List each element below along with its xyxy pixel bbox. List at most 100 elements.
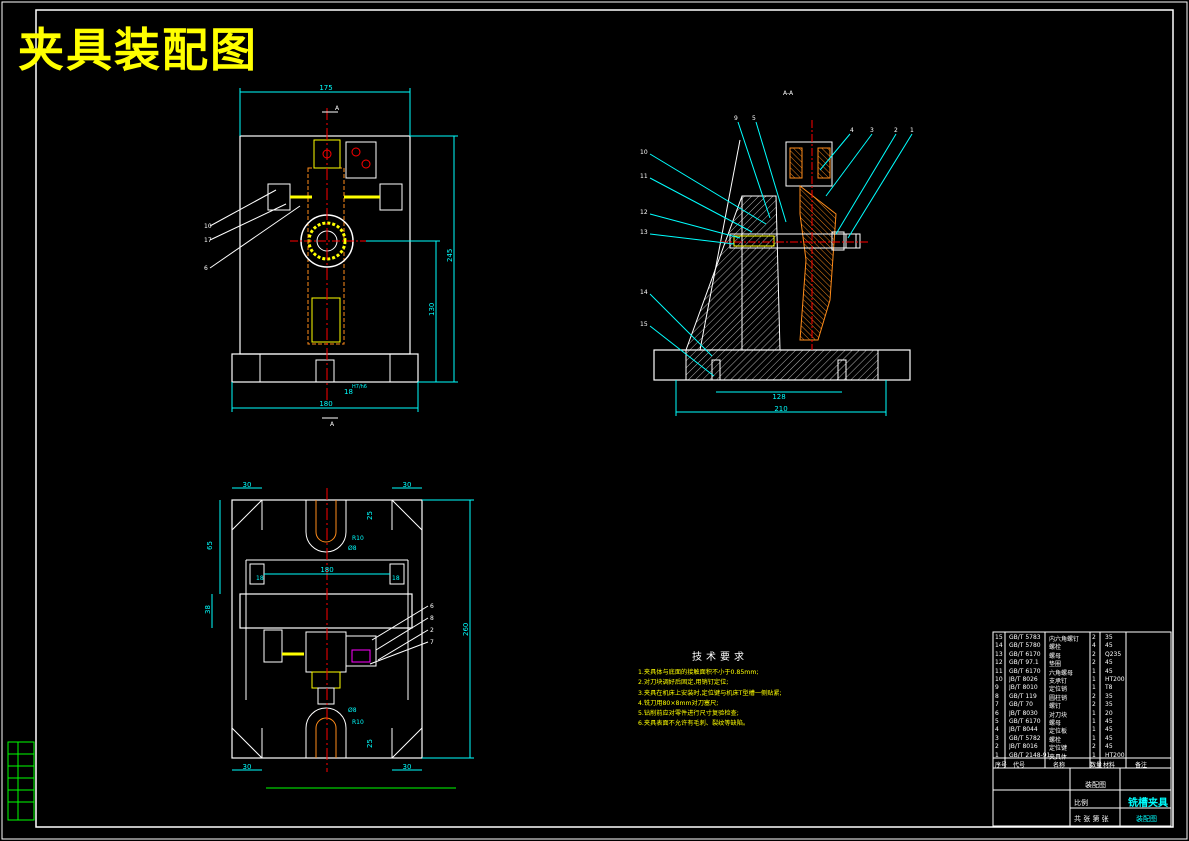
top-balloon-7: 7 [430, 639, 434, 646]
bom-header-cell: 序号 [995, 762, 1008, 769]
section-balloon-13: 13 [640, 229, 648, 236]
top-dim-diam-bottom: Ø8 [348, 707, 357, 714]
section-view-a-a: A-A 128 [640, 90, 914, 416]
title-block-drawing-name: 装配图 [1085, 781, 1106, 789]
section-rib-outline [699, 139, 741, 351]
drawing-title: 夹具装配图 [18, 23, 258, 77]
top-dim-corner-bl: 30 [243, 763, 252, 771]
section-balloon-15: 15 [640, 321, 648, 328]
bom-cell: GB/T 70 [1009, 701, 1033, 709]
bom-cell: 8 [995, 692, 999, 700]
tech-requirement-item: 1.夹具体与底面的接触面积不小于0.85mm; [638, 669, 759, 676]
section-balloon-1: 1 [910, 127, 914, 134]
front-left-clamp [267, 183, 291, 211]
bom-cell: HT200 [1105, 751, 1125, 759]
bom-cell: 2 [995, 743, 999, 751]
bom-cell: 45 [1105, 642, 1113, 650]
top-dim-slot-r: R10 [352, 535, 364, 542]
top-dim-slot-r-2: R10 [352, 719, 364, 726]
bom-header-cell: 材料 [1103, 762, 1116, 769]
section-balloon-4: 4 [850, 127, 854, 134]
bom-cell: 35 [1105, 692, 1113, 700]
bom-cell: 1 [1092, 718, 1096, 725]
bom-cell: 45 [1105, 659, 1113, 667]
top-balloon-8: 8 [430, 615, 434, 622]
bom-cell: 螺钉 [1049, 703, 1062, 711]
top-dim-corner-tl: 30 [243, 481, 252, 489]
section-balloon-10: 10 [640, 149, 648, 156]
bom-cell: 2 [1092, 634, 1096, 641]
bom-cell: 20 [1105, 709, 1113, 717]
tech-requirement-item: 5.钻削前应对零件进行尺寸复验检查; [638, 710, 739, 718]
section-base-hatch [685, 349, 879, 381]
section-bolt-left [711, 359, 721, 381]
section-balloon-9: 9 [734, 115, 738, 122]
top-dim-slot-depth-2: 25 [366, 739, 374, 748]
bom-cell: JB/T 8016 [1009, 743, 1038, 751]
bom-header-cell: 名称 [1053, 762, 1066, 769]
top-dim-diam-top: Ø8 [348, 545, 357, 552]
bom-cell: GB/T 6170 [1009, 667, 1041, 675]
tech-requirement-item: 3.夹具在机床上安装时,定位键与机床T型槽一侧贴紧; [638, 689, 782, 697]
section-dim-outer-label: 210 [774, 405, 787, 413]
inner-border [35, 9, 1174, 828]
front-base-right-lug [389, 353, 419, 383]
bom-cell: 35 [1105, 701, 1113, 709]
bom-cell: 11 [995, 667, 1003, 675]
bom-header-cell: 备注 [1135, 762, 1148, 769]
bom-cell: 定位板 [1049, 728, 1068, 736]
section-screw [729, 233, 861, 249]
bom-cell: 45 [1105, 743, 1113, 751]
bom-table-grid [266, 631, 1172, 827]
bom-cell: JB/T 8030 [1009, 709, 1038, 717]
bom-cell: 45 [1105, 726, 1113, 734]
front-dim-top-label: 175 [319, 84, 332, 92]
bom-cell: 1 [1092, 676, 1096, 683]
bom-cell: 垫圈 [1049, 661, 1062, 669]
top-dim-body: 38 [204, 605, 212, 614]
bom-cell: 5 [995, 718, 999, 725]
section-balloon-2: 2 [894, 127, 898, 134]
top-center-block [305, 631, 347, 673]
bom-cell: GB/T 6170 [1009, 718, 1041, 725]
tech-requirements-list: 1.夹具体与底面的接触面积不小于0.85mm; 2.对刀块调好后固定,用销钉定位… [638, 668, 782, 730]
bom-cell: GB/T 5783 [1009, 634, 1041, 641]
bom-cell: 螺母 [1049, 720, 1062, 727]
bom-header-cell: 代号 [1013, 762, 1026, 769]
bom-cell: 1 [1092, 684, 1096, 692]
title-block-part-name: 铣槽夹具 [1128, 798, 1168, 809]
bom-cell: 2 [1092, 692, 1096, 700]
bom-cell: 1 [995, 751, 999, 759]
front-column-lower [311, 297, 341, 343]
title-block-scale-label: 比例 [1074, 799, 1088, 807]
front-balloon-6: 6 [204, 265, 208, 272]
front-dim-key-fit: H7/h6 [352, 384, 367, 390]
top-dim-inner-width: 180 [320, 566, 333, 574]
front-key [315, 359, 335, 383]
bom-cell: 15 [995, 634, 1003, 641]
bom-cell: 7 [995, 701, 999, 709]
bom-cell: JB/T 8026 [1009, 676, 1038, 683]
top-dim-left-small: 18 [256, 575, 264, 582]
top-dim-height-total: 260 [462, 623, 470, 636]
front-dim-height-label: 245 [446, 249, 454, 262]
bom-cell: 1 [1092, 667, 1096, 675]
section-balloon-5: 5 [752, 115, 756, 122]
bom-cell: 2 [1092, 743, 1096, 751]
top-dim-corner-br: 30 [403, 763, 412, 771]
front-balloon-10: 10 [204, 223, 212, 230]
front-dim-center-label: 130 [428, 303, 436, 316]
bom-cell: 螺栓 [1049, 644, 1062, 652]
bom-cell: 圆柱销 [1049, 694, 1068, 702]
bom-cell: 1 [1092, 709, 1096, 717]
bom-cell: GB/T 119 [1009, 692, 1037, 700]
front-section-marker-top: A [335, 105, 340, 112]
